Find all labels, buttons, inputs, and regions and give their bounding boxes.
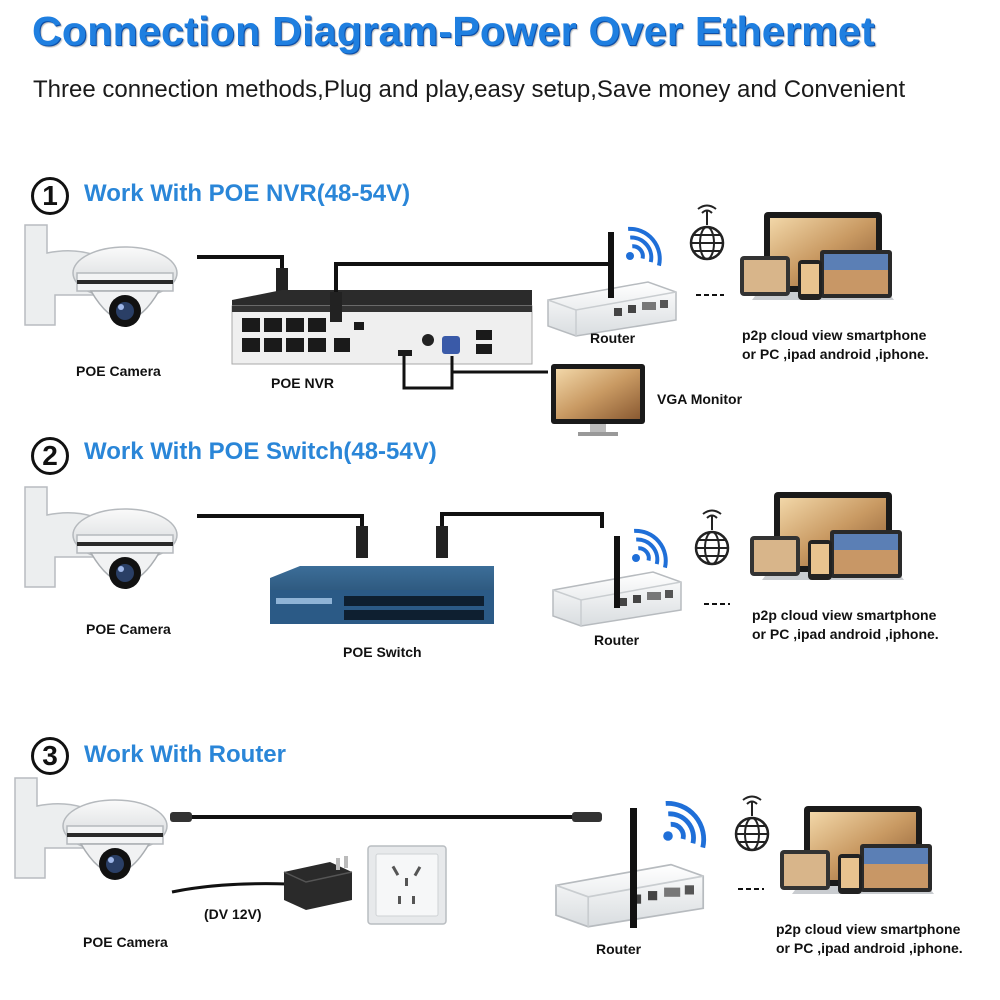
p2p-line-2b: or PC ,ipad android ,iphone. bbox=[752, 626, 939, 642]
switch-label: POE Switch bbox=[343, 644, 422, 660]
p2p-line-3b: or PC ,ipad android ,iphone. bbox=[776, 940, 963, 956]
section-title-1: Work With POE NVR(48-54V) bbox=[84, 180, 411, 207]
p2p-text-3: p2p cloud view smartphone or PC ,ipad an… bbox=[776, 920, 963, 958]
p2p-line-3a: p2p cloud view smartphone bbox=[776, 921, 961, 937]
p2p-text-1: p2p cloud view smartphone or PC ,ipad an… bbox=[742, 326, 929, 364]
nvr-label: POE NVR bbox=[271, 375, 335, 391]
vga-monitor-label: VGA Monitor bbox=[657, 391, 743, 407]
step-number-2: 2 bbox=[31, 437, 69, 475]
section-title-2: Work With POE Switch(48-54V) bbox=[84, 438, 437, 465]
camera-label-2: POE Camera bbox=[86, 621, 171, 637]
router-label-1: Router bbox=[590, 330, 636, 346]
step-number-3: 3 bbox=[31, 737, 69, 775]
adapter-label: (DV 12V) bbox=[204, 906, 262, 922]
page-subtitle: Three connection methods,Plug and play,e… bbox=[33, 76, 906, 103]
step-number-1: 1 bbox=[31, 177, 69, 215]
p2p-line-2a: p2p cloud view smartphone bbox=[752, 607, 937, 623]
section-title-3: Work With Router bbox=[84, 741, 286, 768]
p2p-line-1b: or PC ,ipad android ,iphone. bbox=[742, 346, 929, 362]
router-label-2: Router bbox=[594, 632, 640, 648]
page-title: Connection Diagram-Power Over Ethermet bbox=[32, 8, 875, 54]
camera-label-1: POE Camera bbox=[76, 363, 161, 379]
camera-label-3: POE Camera bbox=[83, 934, 168, 950]
router-label-3: Router bbox=[596, 941, 642, 957]
p2p-text-2: p2p cloud view smartphone or PC ,ipad an… bbox=[752, 606, 939, 644]
p2p-line-1a: p2p cloud view smartphone bbox=[742, 327, 927, 343]
